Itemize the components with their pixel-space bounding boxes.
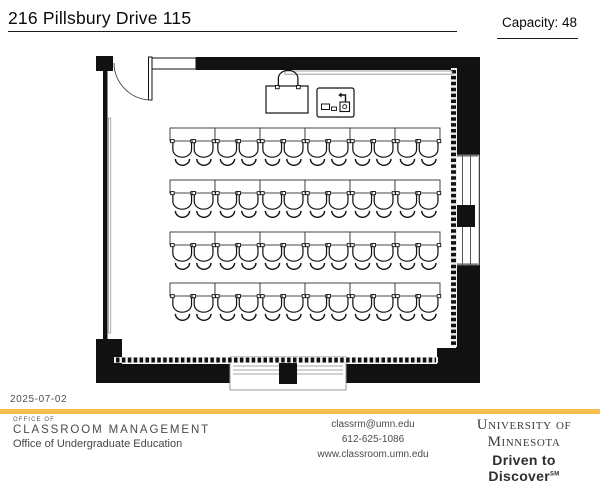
- student-table: [169, 231, 216, 246]
- monitor-icon: [321, 103, 330, 110]
- org-block: OFFICE OF CLASSROOM MANAGEMENT Office of…: [13, 417, 243, 450]
- student-table: [394, 127, 441, 142]
- date: 2025-07-02: [10, 394, 68, 405]
- student-table: [349, 282, 396, 297]
- floor-plan: [96, 56, 480, 391]
- door: [113, 56, 153, 101]
- capacity-rule: [497, 38, 578, 39]
- walls: [96, 56, 480, 383]
- student-table: [349, 127, 396, 142]
- student-table: [394, 282, 441, 297]
- student-seating: [169, 127, 442, 321]
- contact-phone: 612-625-1086: [341, 434, 405, 445]
- left-board: [108, 117, 112, 334]
- student-table: [214, 127, 261, 142]
- page-title: 216 Pillsbury Drive 115: [8, 8, 192, 28]
- student-table: [304, 282, 351, 297]
- instructor-table: [265, 85, 309, 114]
- capacity-label: Capacity: 48: [501, 15, 577, 30]
- keyboard-icon: [331, 106, 337, 111]
- student-table: [259, 282, 306, 297]
- student-table: [259, 179, 306, 194]
- whiteboard: [284, 70, 453, 75]
- office-of-label: OFFICE OF: [13, 417, 55, 423]
- student-table: [214, 282, 261, 297]
- student-table: [304, 179, 351, 194]
- title-rule: [8, 31, 457, 32]
- org-suborg: Office of Undergraduate Education: [13, 438, 183, 450]
- room-floor: [107, 70, 457, 358]
- student-table: [304, 127, 351, 142]
- student-table: [349, 179, 396, 194]
- student-table: [394, 231, 441, 246]
- brand-block: University of Minnesota Driven to Discov…: [458, 417, 600, 484]
- student-table: [169, 127, 216, 142]
- student-table: [169, 282, 216, 297]
- student-table: [259, 231, 306, 246]
- contact-block: classrm@umn.edu 612-625-1086 www.classro…: [288, 417, 458, 462]
- student-table: [349, 231, 396, 246]
- university-tagline: Driven to DiscoverSM: [488, 452, 560, 484]
- student-table: [304, 231, 351, 246]
- student-table: [214, 179, 261, 194]
- contact-website: www.classroom.umn.edu: [317, 449, 429, 460]
- student-table: [169, 179, 216, 194]
- contact-email: classrm@umn.edu: [331, 419, 415, 430]
- student-table: [394, 179, 441, 194]
- lectern: [316, 87, 355, 118]
- university-wordmark: University of Minnesota: [476, 417, 572, 450]
- doccam-icon: [339, 101, 351, 113]
- window-right: [455, 154, 480, 266]
- gold-divider: [0, 409, 600, 414]
- footer: OFFICE OF CLASSROOM MANAGEMENT Office of…: [0, 417, 600, 484]
- student-table: [214, 231, 261, 246]
- org-name: CLASSROOM MANAGEMENT: [13, 424, 211, 436]
- student-table: [259, 127, 306, 142]
